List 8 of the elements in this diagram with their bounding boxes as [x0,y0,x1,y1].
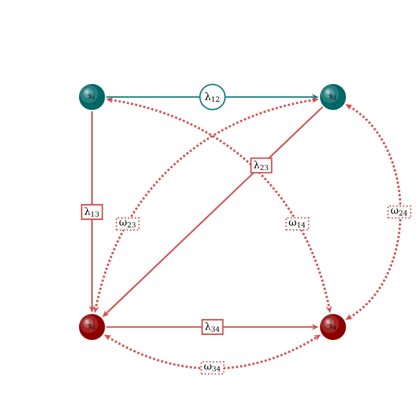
edge-label: ω$_{24}$ [387,205,412,219]
edge-label: λ$_{34}$ [201,319,224,335]
edge-label: ω$_{34}$ [200,361,224,375]
edge-label: λ$_{23}$ [250,157,272,174]
edge-label: ω$_{23}$ [116,217,140,231]
edge-label: λ$_{12}$ [199,84,226,110]
edge-label: λ$_{13}$ [80,204,104,220]
edge-label: ω$_{14}$ [285,217,310,231]
